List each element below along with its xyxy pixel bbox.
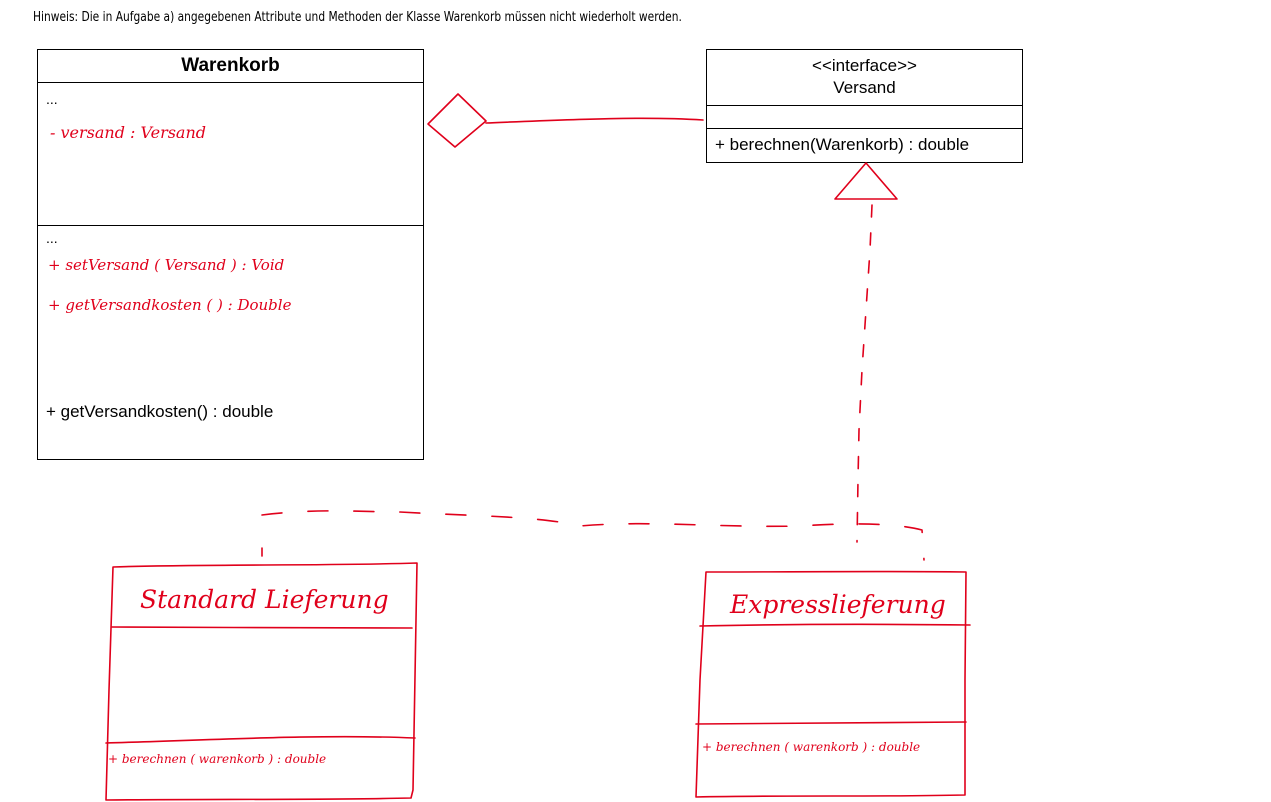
interface-versand-header: <<interface>> Versand [707, 50, 1022, 106]
association-line [485, 117, 704, 124]
interface-versand-title: Versand [833, 78, 896, 97]
interface-versand: <<interface>> Versand + berechnen(Warenk… [706, 49, 1023, 163]
handwritten-attribute-versand: - versand : Versand [50, 123, 207, 142]
class-express-name: Expresslieferung [730, 590, 946, 619]
handwritten-method-setversand: + setVersand ( Versand ) : Void [48, 256, 285, 274]
class-standard-name: Standard Lieferung [140, 585, 389, 614]
interface-versand-methods: + berechnen(Warenkorb) : double [707, 128, 1022, 162]
class-warenkorb-methods: ... + setVersand ( Versand ) : Void + ge… [38, 225, 423, 460]
class-standard-divider-1 [111, 626, 413, 629]
method-berechnen: + berechnen(Warenkorb) : double [715, 135, 970, 154]
class-warenkorb: Warenkorb ... - versand : Versand ... + … [37, 49, 424, 460]
realization-triangle [834, 162, 898, 200]
class-express-box [695, 570, 967, 798]
hint-text: Hinweis: Die in Aufgabe a) angegebenen A… [33, 10, 682, 25]
aggregation-diamond [427, 93, 487, 148]
class-standard-divider-2 [105, 735, 416, 744]
class-express-divider-1 [699, 623, 971, 627]
handwritten-method-getversandkosten: + getVersandkosten ( ) : Double [48, 296, 292, 314]
dashed-connector [261, 510, 925, 561]
class-warenkorb-title: Warenkorb [38, 50, 423, 83]
class-warenkorb-attributes: ... - versand : Versand [38, 83, 423, 225]
class-standard-method: + berechnen ( warenkorb ) : double [108, 752, 327, 766]
class-standard-box [105, 562, 418, 801]
method-getversandkosten: + getVersandkosten() : double [46, 402, 274, 421]
class-express-method: + berechnen ( warenkorb ) : double [702, 740, 921, 754]
methods-ellipsis: ... [46, 230, 58, 246]
attributes-ellipsis: ... [46, 91, 58, 107]
interface-stereotype: <<interface>> [812, 56, 917, 75]
class-express-divider-2 [695, 721, 967, 725]
realization-dashed-line [856, 204, 873, 543]
